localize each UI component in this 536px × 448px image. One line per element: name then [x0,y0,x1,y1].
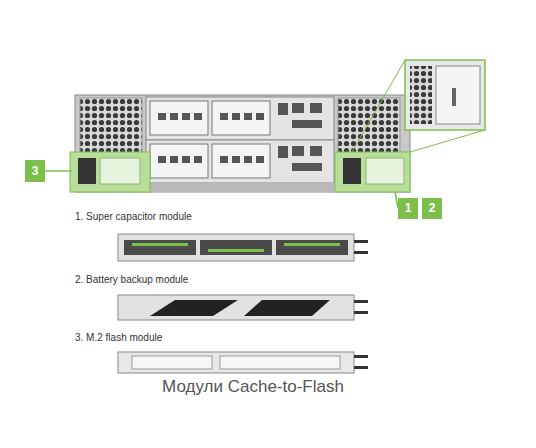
caption: Модули Cache-to-Flash [118,376,388,398]
power-socket [78,158,96,184]
callout-box [422,198,442,219]
module-label: 1. Super capacitor module [75,210,275,224]
leader-line [45,170,72,172]
callout-number: 2 [422,198,442,219]
vent [80,98,142,154]
highlight [70,152,150,192]
battery-module [118,295,368,320]
callout-number: 3 [25,160,45,182]
module-label: 3. M.2 flash module [75,331,275,345]
module-slot [100,158,140,184]
callout-number: 1 [398,198,418,219]
module-label: 2. Battery backup module [75,273,275,287]
highlight [335,152,410,192]
callout-box [398,198,418,219]
module-slot [366,158,404,184]
callout-box [25,160,45,182]
leader-line [395,192,398,208]
power-socket [343,158,361,184]
zoom-inset [352,60,485,152]
flash-module [118,352,368,373]
super-capacitor-module [118,234,368,261]
vent [338,98,400,154]
chassis [75,95,410,192]
controller [146,97,334,192]
